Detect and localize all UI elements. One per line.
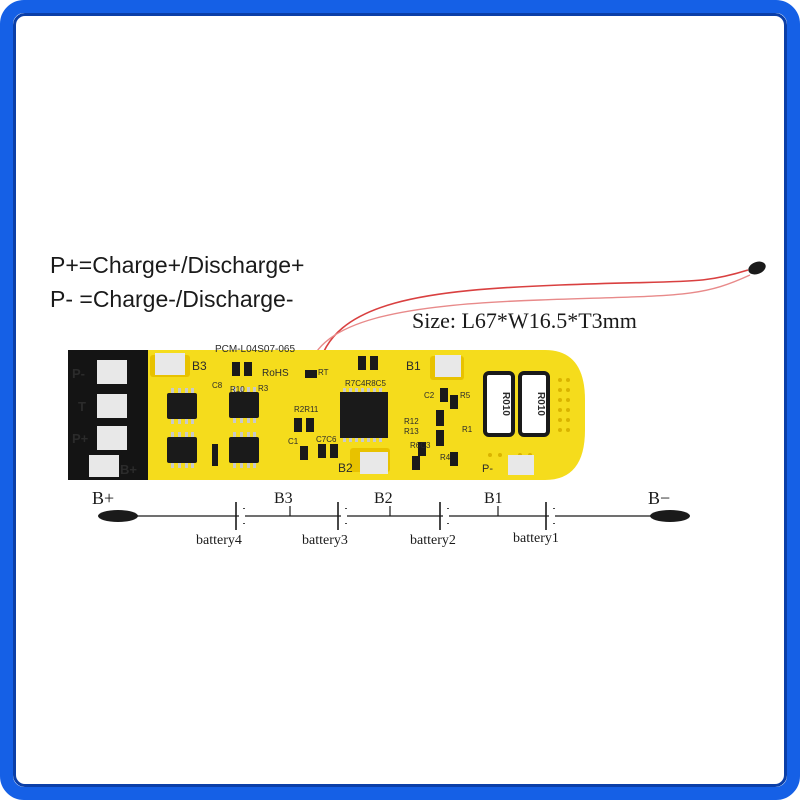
silk-c1: C1: [288, 437, 299, 446]
image-frame-inner-border: [13, 13, 787, 787]
silk-r7c4r8c5: R7C4R8C5: [345, 379, 386, 388]
wire-label-b1: B1: [484, 490, 503, 507]
pad-b2: [360, 452, 388, 474]
silk-r10: R10: [230, 385, 245, 394]
silk-c2: C2: [424, 391, 435, 400]
shunt-resistors: R010 R010: [483, 371, 550, 437]
size-label: Size: L67*W16.5*T3mm: [412, 308, 637, 333]
mosfet-chips: [167, 392, 259, 463]
protection-ic: [340, 388, 388, 442]
silk-r1: R1: [462, 425, 473, 434]
thermistor-wires: [307, 261, 766, 371]
battery-label-1: battery1: [513, 531, 559, 546]
thermistor-bead: [748, 261, 766, 275]
silk-r12: R12: [404, 417, 419, 426]
pad-p-minus-right: [508, 455, 534, 475]
pad-label-p-plus: P+: [72, 431, 89, 446]
silk-r6c3: R6C3: [410, 441, 431, 450]
pad-p-minus: [97, 360, 127, 384]
pad-p-plus: [97, 426, 127, 450]
shunt-label-1: R010: [500, 392, 511, 416]
pad-b-plus: [89, 455, 119, 477]
pad-label-b-plus: B+: [120, 462, 137, 477]
rohs-label: RoHS: [262, 368, 289, 379]
pad-label-p-minus: P-: [72, 366, 85, 381]
model-label: PCM-L04S07-065: [215, 344, 295, 355]
silk-r4: R4: [440, 453, 451, 462]
board-dot-pattern: [488, 378, 570, 457]
legend-p-minus: P- =Charge-/Discharge-: [50, 286, 294, 312]
pad-label-t: T: [78, 399, 86, 414]
mosfet-pins: [171, 387, 256, 468]
smd-components: [212, 356, 458, 470]
silk-c8: C8: [212, 381, 223, 390]
pad-b1: [435, 355, 461, 377]
wire-label-b-minus: B−: [648, 488, 670, 508]
silk-b2: B2: [338, 461, 353, 475]
connector-pads: P- T P+ B+: [72, 360, 137, 477]
wire-label-b2: B2: [374, 490, 393, 507]
shunt-label-2: R010: [535, 392, 546, 416]
battery-label-3: battery3: [302, 533, 348, 548]
pad-t: [97, 394, 127, 418]
silk-r3: R3: [258, 384, 269, 393]
battery-schematic: B+ B− B3 B2 B1 battery4 battery3 battery…: [92, 488, 690, 548]
b-minus-terminal: [650, 510, 690, 522]
silk-p-minus-right: P-: [482, 463, 493, 475]
silk-b1: B1: [406, 359, 421, 373]
silk-r13: R13: [404, 427, 419, 436]
pad-b3: [155, 353, 185, 375]
silk-rt: RT: [318, 368, 329, 377]
b-plus-terminal: [98, 510, 138, 522]
silkscreen-labels: PCM-L04S07-065 RoHS B3 B2 B1 C8 R10 R3 R…: [192, 344, 493, 475]
battery-label-2: battery2: [410, 533, 456, 548]
wire-label-b-plus: B+: [92, 488, 114, 508]
silk-r5: R5: [460, 391, 471, 400]
silk-r2r11: R2R11: [294, 405, 319, 414]
wire-label-b3: B3: [274, 490, 293, 507]
silk-b3: B3: [192, 359, 207, 373]
legend-p-plus: P+=Charge+/Discharge+: [50, 252, 305, 278]
silk-c7c6: C7C6: [316, 435, 337, 444]
battery-label-4: battery4: [196, 533, 242, 548]
